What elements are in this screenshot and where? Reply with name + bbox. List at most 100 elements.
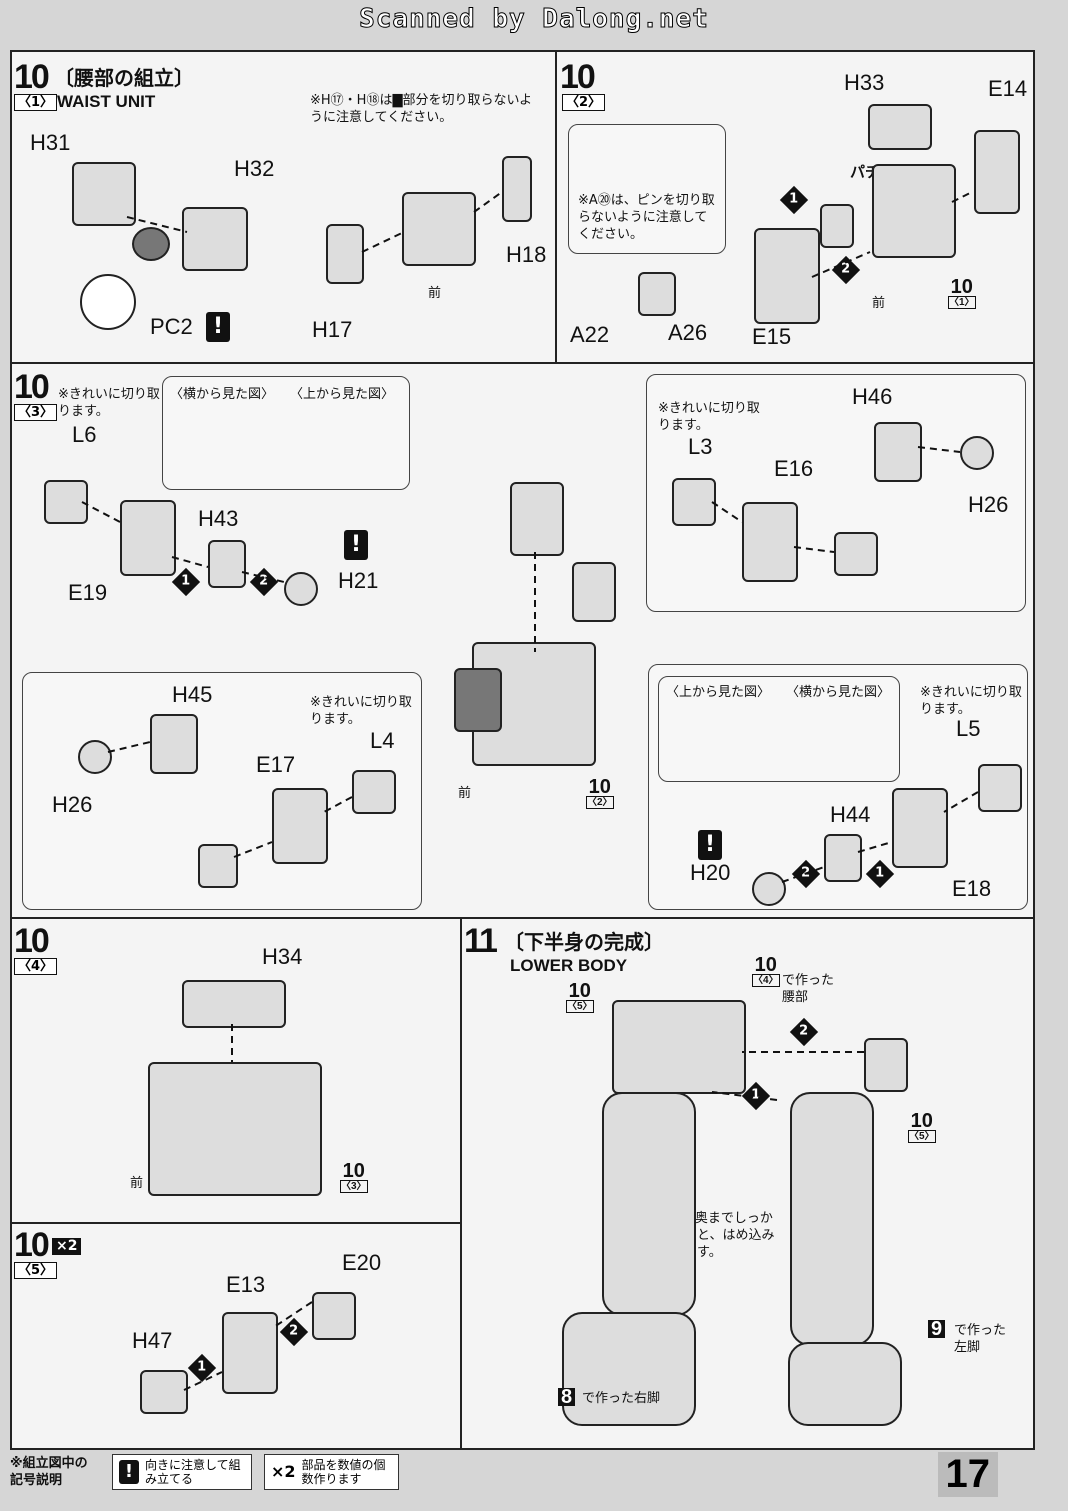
top-view-label: 〈上から見た図〉 [290,387,395,402]
part-label: H32 [234,156,275,181]
view-box [162,376,410,490]
part-e13 [222,1312,278,1394]
part-e18 [892,788,948,868]
divider [12,917,1033,919]
part-e19 [120,500,176,576]
part-l6 [44,480,88,524]
caution-icon: ! [206,312,230,342]
step-number: 10 [14,922,50,960]
step-number: 10 [14,1226,50,1264]
step-title: 〔腰部の組立〕 [54,66,194,90]
part-label: H45 [172,682,213,707]
part-label: H21 [338,568,379,593]
part-label: H44 [830,802,871,827]
part-label: H34 [262,944,303,969]
substep-label: 〈5〉 [14,1262,58,1279]
side-part [864,1038,908,1092]
substep-label: 〈4〉 [14,958,58,975]
side-view-label: 〈横から見た図〉 [170,387,275,402]
made-left-note: で作った左脚 [954,1323,1007,1355]
part-e16 [742,502,798,582]
part-h44 [824,834,862,882]
step-ref: 10〈2〉 [586,776,614,809]
part-l4 [352,770,396,814]
front-label: 前 [872,296,886,311]
step-title-en: WAIST UNIT [57,92,156,111]
legend-multi-text: 部品を数値の個数作ります [301,1458,386,1486]
part-label: H47 [132,1328,173,1353]
waist-assembly [402,192,476,266]
caution-icon: ! [344,530,368,560]
part-e15 [754,228,820,324]
part-label: H33 [844,70,885,95]
part-label: E17 [256,752,296,777]
part-label: H26 [968,492,1009,517]
waist-part-h31 [72,162,136,226]
part-label: H18 [506,242,547,267]
part-label: L5 [956,716,981,741]
part-h43 [208,540,246,588]
caution-icon: ! [698,830,722,860]
part-a26 [638,272,676,316]
made-waist-note: で作った腰部 [782,973,835,1005]
part-label: E16 [774,456,814,481]
step-title: 〔下半身の完成〕 [504,930,664,954]
divider [12,362,1033,364]
top-view-label: 〈上から見た図〉 [666,685,771,700]
part-h46 [874,422,922,482]
dark-part [454,668,502,732]
step-ref: 10〈5〉 [566,980,594,1013]
made-right-note: で作った右脚 [582,1391,661,1406]
caution-note: ※H⑰・H⑱は▇部分を切り取らないように注意してください。 [310,93,533,125]
right-leg [602,1092,696,1316]
legend-warn-text: 向きに注意して組み立てる [145,1458,241,1486]
clean-cut-note: ※きれいに切り取ります。 [310,695,412,727]
part-label: H31 [30,130,71,155]
top-part [510,482,564,556]
clean-cut-note: ※きれいに切り取ります。 [920,685,1022,717]
part-l3 [672,478,716,526]
part-label: H26 [52,792,93,817]
step-ref: 10〈1〉 [948,276,976,309]
waist-assembly-center [472,642,596,766]
part-label: E14 [988,76,1028,101]
view-box [658,676,900,782]
waist-part-h32 [182,207,248,271]
step-title-en: LOWER BODY [510,956,628,975]
step-number: 10 [14,58,50,96]
scan-watermark: Scanned by Dalong.net [359,4,709,35]
caution-box [568,124,726,254]
waist-assembly [148,1062,322,1196]
substep-label: 〈2〉 [562,94,606,111]
multiply-icon: ×2 [271,1462,296,1481]
part-h26 [78,740,112,774]
part-a26-small [820,204,854,248]
part-h26 [960,436,994,470]
detail-circle [80,274,136,330]
clean-cut-note: ※きれいに切り取ります。 [58,387,160,419]
waist-assembly [872,164,956,258]
step-ref: 8 [558,1387,576,1407]
side-view-label: 〈横から見た図〉 [786,685,891,700]
left-leg [790,1092,874,1346]
right-foot [562,1312,696,1426]
substep-label: 〈3〉 [14,404,58,421]
part-label: A22 [570,322,610,347]
step-ref: 10〈5〉 [908,1110,936,1143]
step-number: 10 [560,58,596,96]
assembly-arrows [81,191,979,1391]
part-label: E18 [952,876,992,901]
step-ref: 10〈3〉 [340,1160,368,1193]
part-joint [198,844,238,888]
part-h21 [284,572,318,606]
legend-warn: ! 向きに注意して組み立てる [112,1454,252,1490]
front-label: 前 [458,786,472,801]
symbol-legend: ※組立図中の記号説明 ! 向きに注意して組み立てる ×2 部品を数値の個数作りま… [10,1452,399,1492]
polycap-part [132,227,170,261]
part-h47 [140,1370,188,1414]
page-number: 17 [937,1452,998,1497]
substep-label: 〈1〉 [14,94,58,111]
divider [460,917,462,1448]
part-label: E15 [752,324,792,349]
part-h20 [752,872,786,906]
